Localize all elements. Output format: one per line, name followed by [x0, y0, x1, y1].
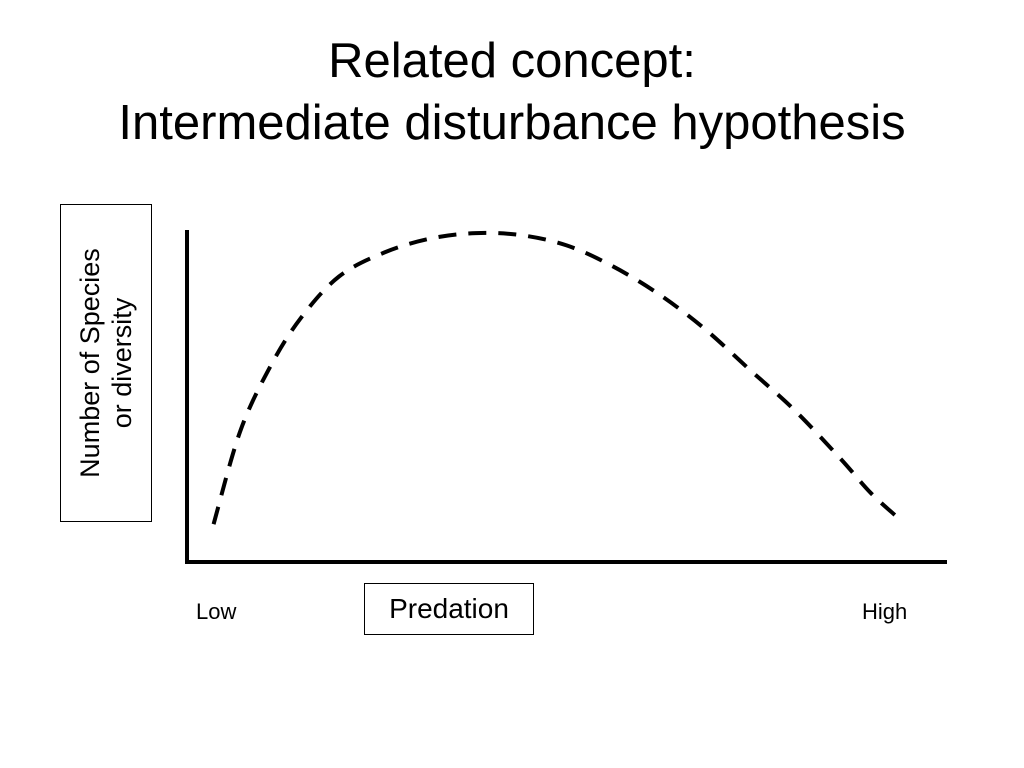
y-axis-label-line-2: or diversity: [107, 297, 137, 429]
slide-title-line-2: Intermediate disturbance hypothesis: [118, 96, 906, 150]
diversity-curve: [211, 230, 903, 525]
y-axis-label: Number of Species or diversity: [74, 213, 138, 513]
slide-title: Related concept: Intermediate disturbanc…: [0, 30, 1024, 154]
x-axis-label: Predation: [389, 593, 509, 624]
x-tick-label-low: Low: [196, 599, 237, 624]
x-axis-label-box: Predation: [364, 583, 534, 635]
y-axis-label-line-1: Number of Species: [75, 248, 105, 478]
slide-title-line-1: Related concept:: [328, 34, 696, 88]
y-axis-label-box: Number of Species or diversity: [60, 204, 152, 522]
x-tick-label-high: High: [862, 599, 908, 624]
